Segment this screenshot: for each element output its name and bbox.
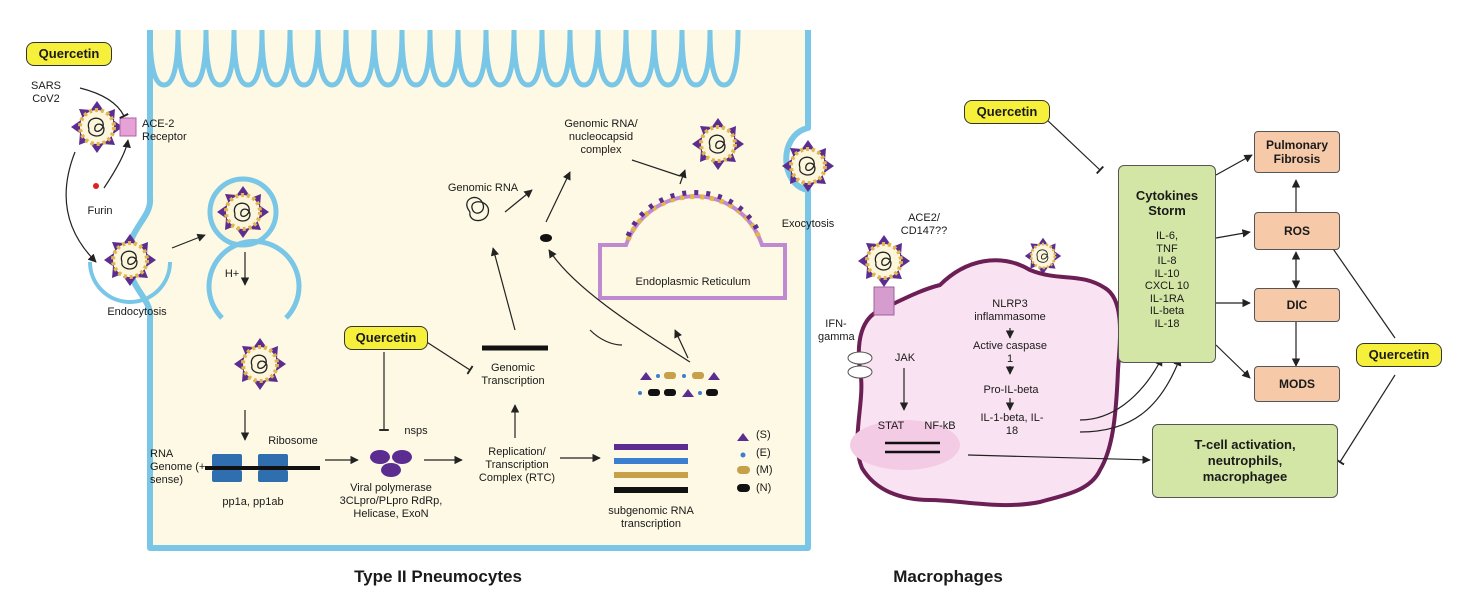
tcell-activation-box: T-cell activation, neutrophils, macropha… [1152,424,1338,498]
virus-name-label: SARS CoV2 [31,80,61,105]
nlrp3-label: NLRP3 inflammasome [974,298,1046,323]
tcell-activation-label: T-cell activation, neutrophils, macropha… [1194,437,1296,484]
genomic-rna-label: Genomic RNA [447,182,519,194]
caspase-label: Active caspase 1 [973,340,1047,365]
receptor-label: ACE-2 Receptor [142,118,187,143]
nsps-label: nsps [404,425,428,437]
pneumocyte-membrane [125,30,811,551]
ros-box: ROS [1254,212,1340,250]
exocytosis-label: Exocytosis [781,218,835,230]
quercetin-box-replication: Quercetin [344,326,428,350]
virus-macrophage [856,233,912,289]
jak-label: JAK [894,352,916,364]
legend-s: (S) [756,429,771,441]
pro-il-label: Pro-IL-beta [983,384,1039,396]
quercetin-box-outcomes: Quercetin [1356,343,1442,367]
microvilli [147,29,741,88]
legend-m: (M) [756,464,773,476]
quercetin-box-cytokines: Quercetin [964,100,1050,124]
cytokine-list: IL-6, TNF IL-8 IL-10 CXCL 10 IL-1RA IL-b… [1144,230,1190,330]
mods-box: MODS [1254,366,1340,402]
macrophages-title: Macrophages [893,567,1003,586]
nucleocapsid-label: Genomic RNA/ nucleocapsid complex [564,118,638,156]
ribosome-label: Ribosome [268,435,318,447]
ace2-label: ACE2/ CD147?? [900,212,948,237]
genomic-transcription-label: Genomic Transcription [481,362,545,387]
subgenomic-label: subgenomic RNA transcription [608,505,694,530]
cytokines-storm-title: Cytokines Storm [1135,188,1199,218]
furin-dot [93,183,99,189]
ace2-receptor [119,117,137,137]
h-plus-label: H+ [224,268,240,280]
pulmonary-fibrosis-box: Pulmonary Fibrosis [1254,131,1340,173]
stat-label: STAT [877,420,905,432]
endocytosis-label: Endocytosis [107,306,167,318]
rna-genome-label: RNA Genome (+ sense) [150,448,206,486]
er-label: Endoplasmic Reticulum [635,276,751,288]
virus-extracellular [69,99,125,155]
pp1a-label: pp1a, pp1ab [222,496,284,508]
furin-label: Furin [87,205,113,217]
endosome-3 [88,261,172,304]
nfkb-label: NF-kB [924,420,956,432]
quercetin-box-entry: Quercetin [26,42,112,66]
rtc-label: Replication/ Transcription Complex (RTC) [478,446,556,484]
cytokines-storm-box: Cytokines Storm IL-6, TNF IL-8 IL-10 CXC… [1118,165,1216,363]
dic-box: DIC [1254,288,1340,322]
endosome-2 [206,238,302,320]
il1-label: IL-1-beta, IL-18 [980,412,1044,437]
pneumocytes-title: Type II Pneumocytes [354,567,522,586]
legend-n: (N) [756,482,772,494]
polymerase-label: Viral polymerase 3CLpro/PLpro RdRp, Heli… [339,482,443,520]
ifn-label: IFN- gamma [818,318,855,343]
legend-e: (E) [756,447,771,459]
